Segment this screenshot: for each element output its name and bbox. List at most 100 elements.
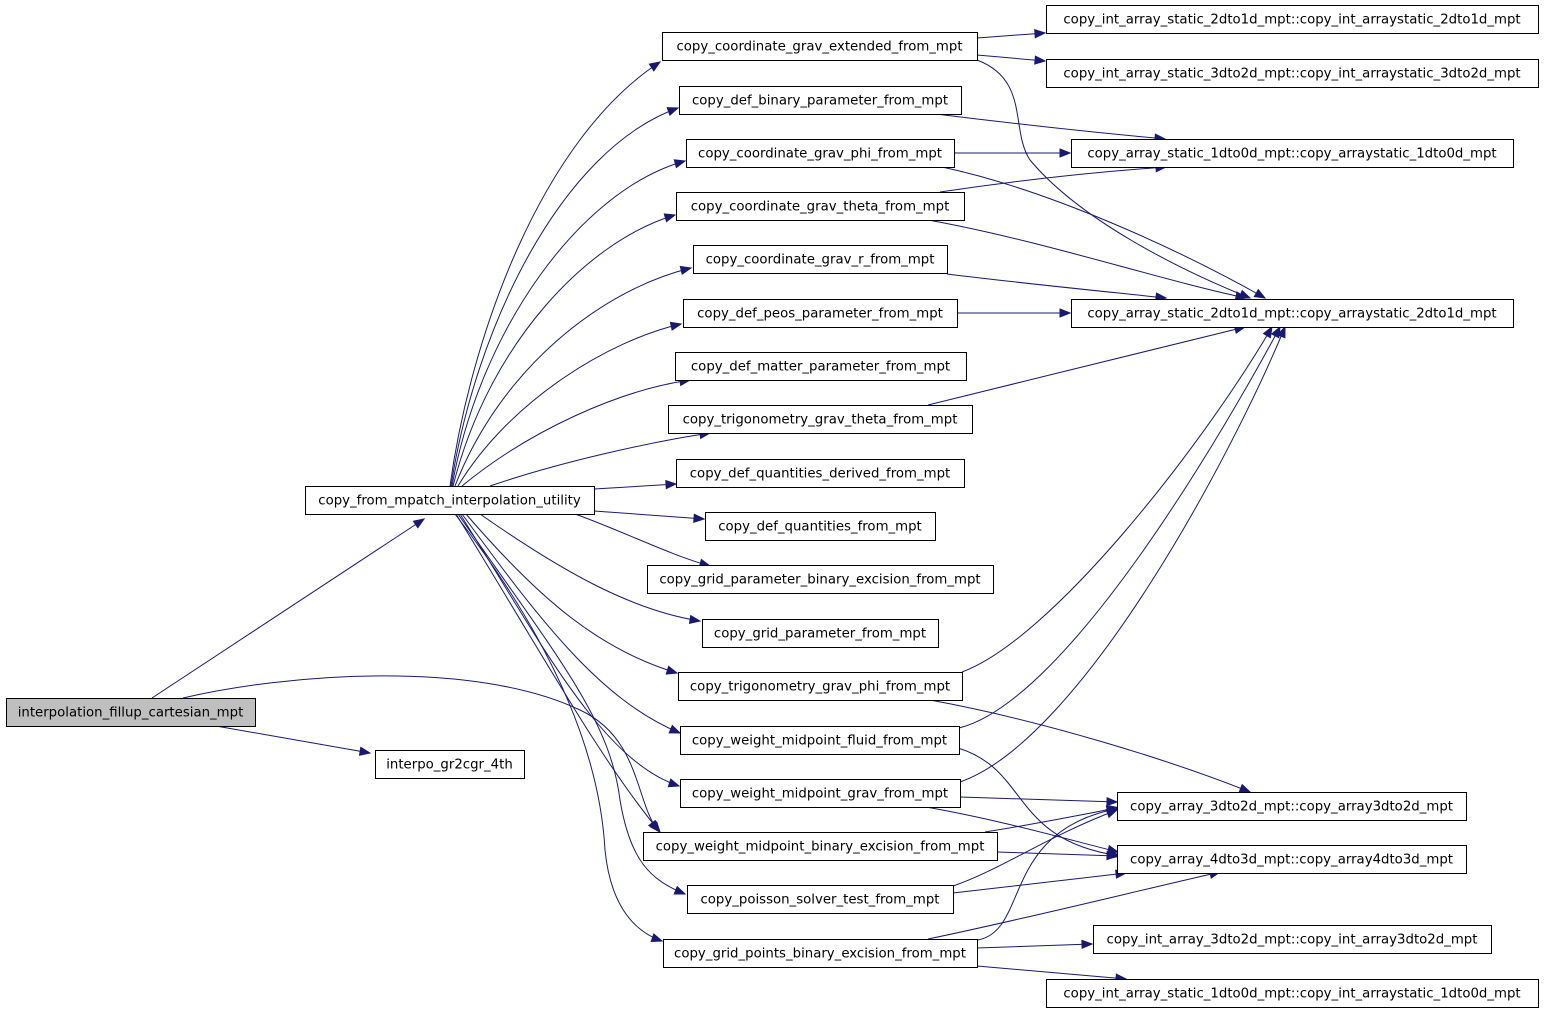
edge-arrowhead xyxy=(668,724,682,734)
edge-arrowhead xyxy=(679,265,693,276)
node-arr-3to2[interactable]: copy_array_3dto2d_mpt::copy_array3dto2d_… xyxy=(1117,792,1467,821)
node-def-matter[interactable]: copy_def_matter_parameter_from_mpt xyxy=(675,352,967,381)
node-box xyxy=(1071,299,1514,328)
node-box xyxy=(679,86,962,115)
node-root[interactable]: interpolation_fillup_cartesian_mpt xyxy=(6,698,256,727)
node-int-1to0[interactable]: copy_int_array_static_1dto0d_mpt::copy_i… xyxy=(1046,979,1539,1008)
node-def-peos[interactable]: copy_def_peos_parameter_from_mpt xyxy=(683,299,958,328)
node-box xyxy=(375,750,525,779)
edge-mpatch-to-grid_bin_exc xyxy=(574,513,712,568)
node-def-binary[interactable]: copy_def_binary_parameter_from_mpt xyxy=(679,86,962,115)
edge-mpatch-to-trig_phi xyxy=(465,513,679,675)
node-label: interpo_gr2cgr_4th xyxy=(386,758,513,773)
node-coord-theta[interactable]: copy_coordinate_grav_theta_from_mpt xyxy=(676,192,965,221)
node-def-q[interactable]: copy_def_quantities_from_mpt xyxy=(705,512,936,541)
node-box xyxy=(1117,845,1467,874)
edge-mpatch-to-def_matter xyxy=(461,376,692,487)
node-coord-r[interactable]: copy_coordinate_grav_r_from_mpt xyxy=(693,245,948,274)
edge-arrowhead xyxy=(1059,308,1072,318)
edge-coord_theta-to-arr_2to1 xyxy=(927,219,1248,301)
edge-line xyxy=(952,809,1118,887)
node-int-2to1[interactable]: copy_int_array_static_2dto1d_mpt::copy_i… xyxy=(1046,5,1539,34)
node-mpatch[interactable]: copy_from_mpatch_interpolation_utility xyxy=(305,486,595,515)
node-box xyxy=(693,245,948,274)
edge-line xyxy=(941,166,1266,299)
edge-wm_grav-to-arr_4to3 xyxy=(925,806,1120,855)
edge-wm_grav-to-arr_3to2 xyxy=(959,796,1119,807)
node-box xyxy=(1046,5,1539,34)
edge-arrowhead xyxy=(665,665,679,675)
edge-line xyxy=(961,326,1273,673)
node-label: copy_weight_midpoint_fluid_from_mpt xyxy=(692,734,947,749)
node-grid-param[interactable]: copy_grid_parameter_from_mpt xyxy=(702,619,939,648)
edge-line xyxy=(959,796,1118,803)
node-wm-grav[interactable]: copy_weight_midpoint_grav_from_mpt xyxy=(680,779,961,808)
node-trig-phi[interactable]: copy_trigonometry_grav_phi_from_mpt xyxy=(678,672,963,701)
node-label: copy_int_array_static_2dto1d_mpt::copy_i… xyxy=(1063,13,1520,28)
edge-arrowhead xyxy=(669,321,683,331)
node-poisson[interactable]: copy_poisson_solver_test_from_mpt xyxy=(687,885,954,914)
node-box xyxy=(6,698,256,727)
node-coord-ext[interactable]: copy_coordinate_grav_extended_from_mpt xyxy=(662,32,978,61)
node-grid-bin-exc[interactable]: copy_grid_parameter_binary_excision_from… xyxy=(647,565,994,594)
node-box xyxy=(680,726,960,755)
edge-line xyxy=(465,513,678,674)
node-def-qder[interactable]: copy_def_quantities_derived_from_mpt xyxy=(676,459,965,488)
edge-trig_phi-to-arr_2to1 xyxy=(961,325,1273,673)
edge-line xyxy=(450,107,679,487)
edge-coord_ext-to-arr_2to1 xyxy=(976,59,1252,299)
node-box xyxy=(678,672,963,701)
edge-line xyxy=(461,379,691,487)
edge-trig_phi-to-arr_3to2 xyxy=(929,699,1252,793)
node-arr-4to3[interactable]: copy_array_4dto3d_mpt::copy_array4dto3d_… xyxy=(1117,845,1467,874)
edge-arrowhead xyxy=(665,479,678,490)
edge-coord_phi-to-arr_2to1 xyxy=(941,166,1267,299)
node-label: copy_poisson_solver_test_from_mpt xyxy=(700,893,939,908)
node-box xyxy=(668,405,973,434)
node-int-arr-3to2[interactable]: copy_int_array_3dto2d_mpt::copy_int_arra… xyxy=(1093,925,1492,954)
edge-mpatch-to-def_peos xyxy=(457,321,683,487)
node-int-3to2[interactable]: copy_int_array_static_3dto2d_mpt::copy_i… xyxy=(1046,59,1539,88)
edge-mpatch-to-wm_fluid xyxy=(461,513,682,734)
node-box xyxy=(305,486,595,515)
edge-mpatch-to-def_q xyxy=(593,510,706,524)
edge-line xyxy=(457,323,682,487)
edge-arrowhead xyxy=(1106,850,1119,861)
node-label: copy_weight_midpoint_grav_from_mpt xyxy=(692,787,948,802)
node-label: copy_array_static_1dto0d_mpt::copy_array… xyxy=(1087,147,1496,162)
edge-line xyxy=(215,725,371,754)
edge-line xyxy=(976,32,1046,39)
node-box xyxy=(1093,925,1492,954)
edge-line xyxy=(449,61,661,487)
edge-line xyxy=(958,326,1281,729)
edge-arrowhead xyxy=(1276,325,1286,339)
node-label: copy_grid_points_binary_excision_from_mp… xyxy=(674,947,966,962)
node-layer: interpolation_fillup_cartesian_mpt copy_f… xyxy=(6,5,1539,1008)
node-box xyxy=(675,352,967,381)
edge-arrowhead xyxy=(1034,55,1047,65)
edge-arrowhead xyxy=(1253,288,1267,299)
edge-coord_ext-to-int_2to1 xyxy=(976,28,1047,39)
node-label: copy_from_mpatch_interpolation_utility xyxy=(318,494,581,509)
edge-arrowhead xyxy=(667,778,681,788)
edge-arrowhead xyxy=(1059,148,1072,158)
edge-arrowhead xyxy=(1034,28,1047,39)
edge-mpatch-to-grid_param xyxy=(479,513,702,625)
edge-line xyxy=(976,59,1251,299)
edge-line xyxy=(455,513,661,833)
node-box xyxy=(662,32,978,61)
edge-arrowhead xyxy=(1262,325,1273,339)
edge-trig_theta-to-arr_2to1 xyxy=(927,324,1247,406)
node-box xyxy=(1117,792,1467,821)
node-wm-fluid[interactable]: copy_weight_midpoint_fluid_from_mpt xyxy=(680,726,960,755)
node-interpo[interactable]: interpo_gr2cgr_4th xyxy=(375,750,525,779)
edge-arrowhead xyxy=(358,746,372,756)
node-label: copy_array_3dto2d_mpt::copy_array3dto2d_… xyxy=(1130,800,1453,815)
node-coord-phi[interactable]: copy_coordinate_grav_phi_from_mpt xyxy=(686,139,955,168)
node-wm-bin[interactable]: copy_weight_midpoint_binary_excision_fro… xyxy=(643,832,998,861)
node-arr-1to0[interactable]: copy_array_static_1dto0d_mpt::copy_array… xyxy=(1071,139,1514,168)
node-gp-bin[interactable]: copy_grid_points_binary_excision_from_mp… xyxy=(663,939,978,968)
node-arr-2to1[interactable]: copy_array_static_2dto1d_mpt::copy_array… xyxy=(1071,299,1514,328)
node-trig-theta[interactable]: copy_trigonometry_grav_theta_from_mpt xyxy=(668,405,973,434)
